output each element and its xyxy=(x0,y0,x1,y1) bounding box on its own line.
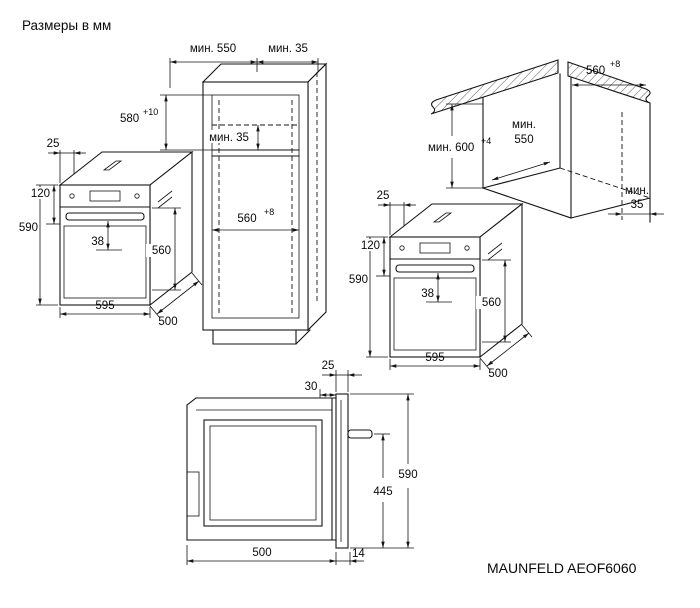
dim-label: 590 xyxy=(398,469,417,481)
dim-tolerance: +8 xyxy=(610,59,620,69)
oven-cavity-outer xyxy=(203,419,323,527)
dim-label: мин. 35 xyxy=(209,132,249,144)
cabinet-top-face xyxy=(201,63,328,83)
worktop-cut-right xyxy=(567,61,651,104)
dim-bottom-overhang: 14 xyxy=(336,548,365,565)
dim-counter-depth-min: мин. 550 xyxy=(491,119,551,181)
dim-label: мин. xyxy=(625,185,649,197)
side-section-view: 25 30 590 445 500 xyxy=(186,360,418,565)
cabinet-plinth xyxy=(212,329,311,345)
dim-niche-height: 580 +10 xyxy=(120,94,212,151)
dim-label: мин. 600 xyxy=(428,142,474,154)
dim-label: 550 xyxy=(514,134,533,146)
dim-tolerance: +8 xyxy=(264,207,274,217)
dim-handle-to-bottom: 445 xyxy=(373,433,393,548)
dim-label: мин. xyxy=(512,119,536,131)
dim-label: 560 xyxy=(586,65,605,77)
model-label: MAUNFELD AEOF6060 xyxy=(487,560,637,576)
dim-cabinet-depth-min: мин. 550 xyxy=(169,43,258,88)
rear-vent-channel xyxy=(186,471,200,517)
dim-tolerance: +10 xyxy=(143,107,158,117)
oven-view-left xyxy=(13,138,202,328)
dim-niche-width: 560 +8 xyxy=(212,207,299,232)
dim-label: 560 xyxy=(237,213,256,225)
dim-door-gap: 30 xyxy=(305,381,336,398)
dim-label: мин. 35 xyxy=(268,43,308,55)
dim-counter-height-min: мин. 600 +4 xyxy=(428,103,491,189)
oven-view-right xyxy=(343,190,532,380)
dim-label: 35 xyxy=(631,199,644,211)
dim-section-height: 590 xyxy=(350,393,418,549)
oven-cavity-inner xyxy=(209,425,317,521)
dim-label: 14 xyxy=(352,548,365,560)
dim-label: 500 xyxy=(252,547,271,559)
cabinet-niche-opening xyxy=(211,94,300,319)
dimensions-title: Размеры в мм xyxy=(22,18,111,33)
tall-cabinet-view: мин. 550 мин. 35 580 +10 мин. 35 560 +8 xyxy=(120,43,328,345)
section-body xyxy=(186,397,337,541)
dim-wall-gap-min: мин. 35 xyxy=(257,43,319,72)
dim-label: 30 xyxy=(305,381,318,393)
dim-section-depth: 500 xyxy=(186,545,337,565)
dim-counter-rear-gap: мин. 35 xyxy=(608,185,664,216)
dim-counter-niche-width: 560 +8 xyxy=(572,59,646,87)
dim-door-thickness: 25 xyxy=(322,360,362,392)
dim-label: 25 xyxy=(322,360,335,372)
counter-niche-view: 560 +8 мин. 600 +4 мин. 550 мин. 35 xyxy=(428,59,664,223)
dim-label: 445 xyxy=(373,486,392,498)
cabinet-front-face xyxy=(202,81,309,331)
dim-label: мин. 550 xyxy=(190,43,236,55)
dim-label: 580 xyxy=(120,113,139,125)
worktop-cut-left xyxy=(430,59,559,115)
dim-vent-gap-min: мин. 35 xyxy=(206,125,260,150)
section-door xyxy=(335,393,373,549)
door-handle xyxy=(347,429,373,439)
dim-tolerance: +4 xyxy=(481,136,491,146)
